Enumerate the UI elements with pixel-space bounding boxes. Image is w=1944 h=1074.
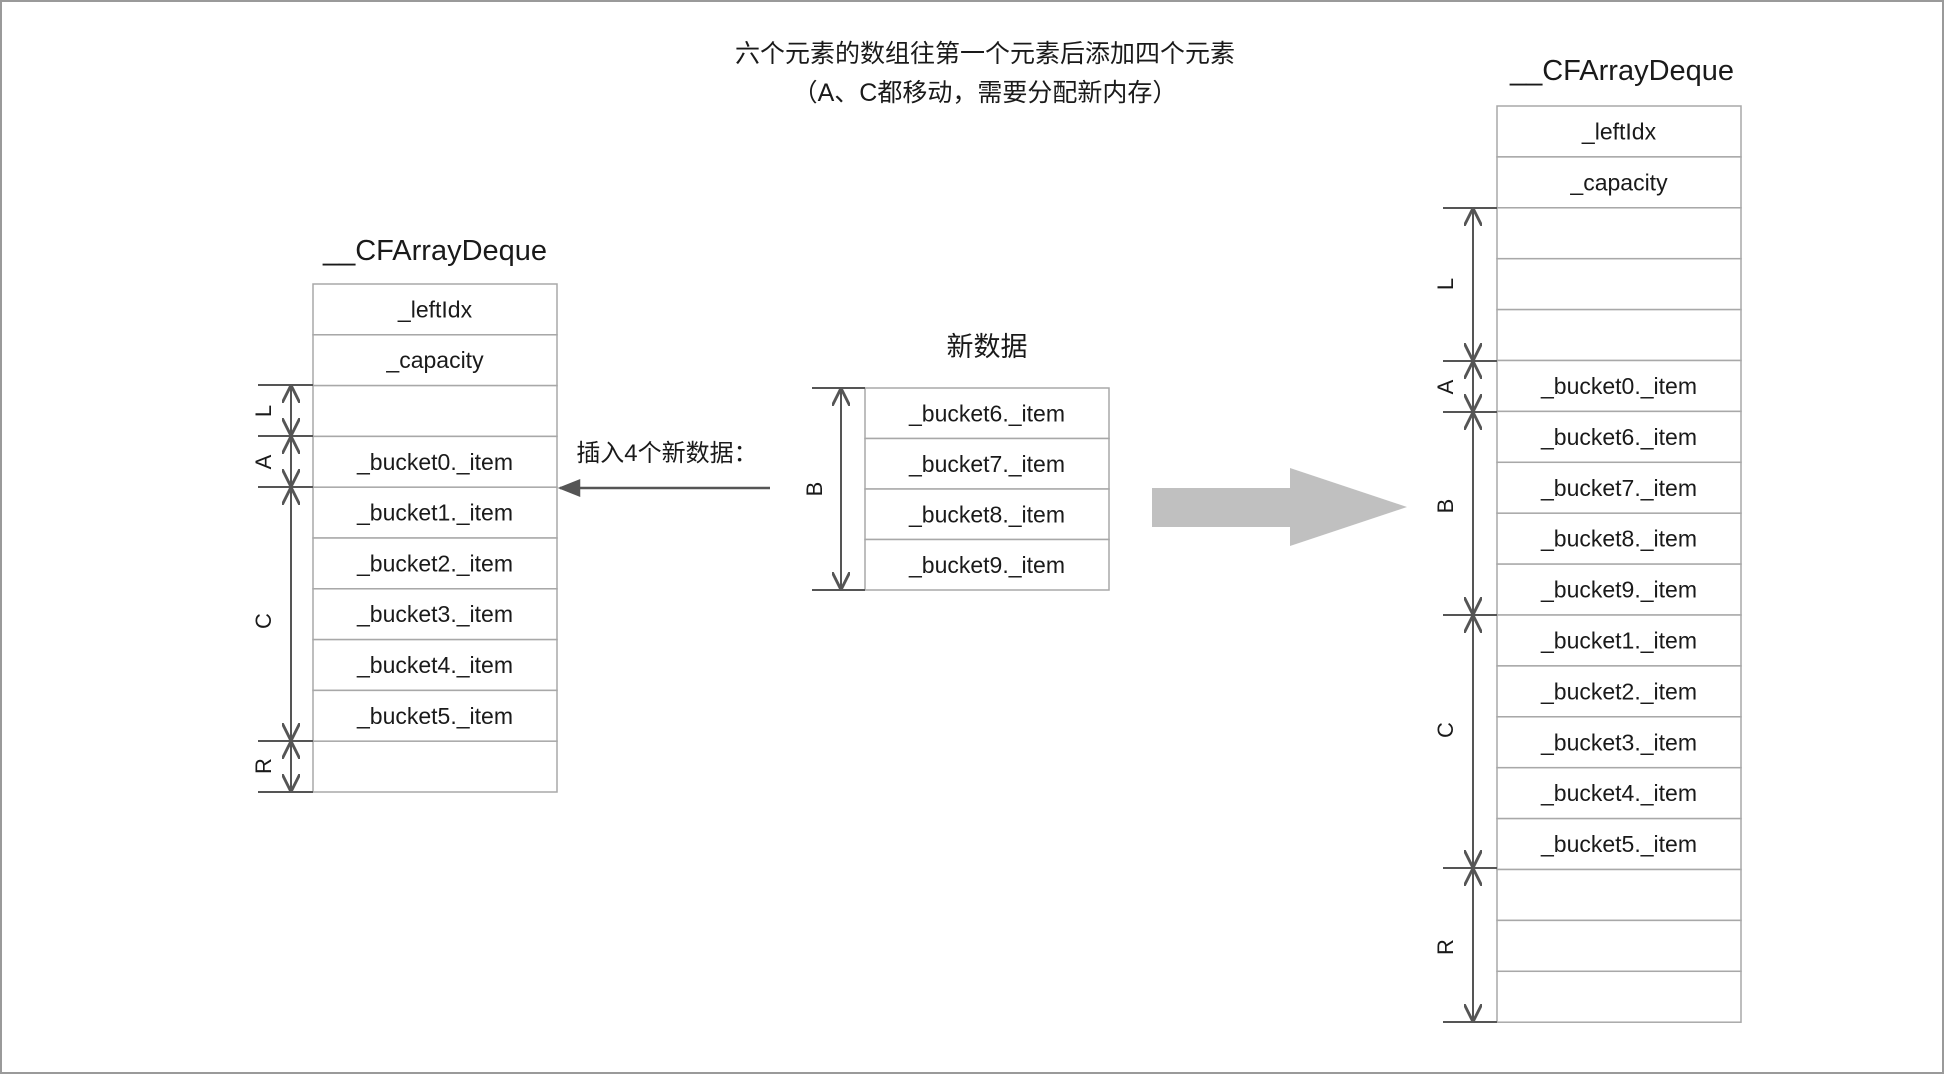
left-struct-cell-label: _leftIdx xyxy=(397,296,473,322)
new-data-cell-label: _bucket8._item xyxy=(908,501,1065,527)
right-struct-cell-label: _bucket2._item xyxy=(1540,678,1697,704)
new-data-rows: _bucket6._item _bucket7._item _bucket8._it… xyxy=(864,387,1110,591)
right-struct-cell xyxy=(1496,919,1742,973)
right-struct-cell xyxy=(1496,207,1742,260)
right-label-b: B xyxy=(1433,499,1458,514)
left-struct-cell-label: _capacity xyxy=(385,347,484,373)
left-struct-cell-label: _bucket0._item xyxy=(356,449,513,475)
left-label-c: C xyxy=(251,613,276,629)
new-data-cell xyxy=(864,488,1110,541)
left-struct-cell-label: _bucket1._item xyxy=(356,500,513,526)
right-struct-cell xyxy=(1496,766,1742,820)
right-label-l: L xyxy=(1433,278,1458,290)
left-struct-cell xyxy=(312,689,558,742)
left-struct-title: __CFArrayDeque xyxy=(322,235,547,267)
left-label-r: R xyxy=(251,758,276,774)
left-label-a: A xyxy=(251,454,276,469)
right-label-a: A xyxy=(1433,379,1458,394)
right-struct-cell-label: _bucket8._item xyxy=(1540,526,1697,552)
right-struct-cell-label: _bucket0._item xyxy=(1540,373,1697,399)
left-struct-cell xyxy=(312,384,558,438)
right-struct-cell-label: _bucket6._item xyxy=(1540,424,1697,450)
right-struct-cell-label: _leftIdx xyxy=(1581,118,1657,144)
new-data-cell xyxy=(864,538,1110,591)
right-label-r: R xyxy=(1433,939,1458,955)
new-label-b: B xyxy=(802,482,827,497)
new-data-struct: 新数据 _bucket6._item _bucket7._item _bucket8… xyxy=(802,332,1110,591)
right-struct-cell xyxy=(1496,257,1742,311)
left-struct-cell xyxy=(312,435,558,488)
right-struct: __CFArrayDeque _leftIdx _capacity _bucket0… xyxy=(1433,55,1742,1023)
new-data-title: 新数据 xyxy=(947,332,1028,362)
right-label-c: C xyxy=(1433,722,1458,738)
right-struct-cell xyxy=(1496,156,1742,209)
right-struct-cell xyxy=(1496,512,1742,565)
right-struct-title: __CFArrayDeque xyxy=(1509,55,1734,87)
new-data-cell xyxy=(864,387,1110,440)
new-data-cell-label: _bucket6._item xyxy=(908,400,1065,426)
right-struct-rows: _leftIdx _capacity _bucket0._item _bucket6.… xyxy=(1496,105,1742,1023)
diagram-subtitle: （A、C都移动，需要分配新内存） xyxy=(793,79,1178,107)
right-struct-cell xyxy=(1496,970,1742,1023)
right-struct-cell xyxy=(1496,614,1742,667)
new-data-cell-label: _bucket9._item xyxy=(908,552,1065,578)
diagram-title: 六个元素的数组往第一个元素后添加四个元素 xyxy=(735,40,1235,68)
right-struct-cell xyxy=(1496,563,1742,616)
right-struct-cell xyxy=(1496,817,1742,871)
left-struct-cell xyxy=(312,740,558,793)
right-struct-cell xyxy=(1496,308,1742,362)
transform-arrow xyxy=(1152,468,1407,546)
right-struct-cell-label: _capacity xyxy=(1569,169,1668,195)
left-struct-cell xyxy=(312,486,558,539)
insert-label: 插入4个新数据： xyxy=(576,440,757,467)
left-struct-cell-label: _bucket4._item xyxy=(356,652,513,678)
left-label-l: L xyxy=(251,405,276,417)
left-struct-cell-label: _bucket3._item xyxy=(356,601,513,627)
right-struct-cell-label: _bucket4._item xyxy=(1540,780,1697,806)
left-struct-rows: _leftIdx _capacity _bucket0._item _bucket1.… xyxy=(312,283,558,793)
right-struct-cell xyxy=(1496,665,1742,718)
left-struct-cell-label: _bucket5._item xyxy=(356,703,513,729)
right-struct-cell-label: _bucket7._item xyxy=(1540,475,1697,501)
right-struct-cell-label: _bucket1._item xyxy=(1540,627,1697,653)
left-struct-cell xyxy=(312,334,558,387)
right-struct-cell-label: _bucket9._item xyxy=(1540,577,1697,603)
new-data-cell xyxy=(864,437,1110,490)
right-struct-cell xyxy=(1496,868,1742,922)
left-struct-cell xyxy=(312,638,558,692)
right-struct-cell xyxy=(1496,359,1742,413)
left-struct-cell-label: _bucket2._item xyxy=(356,550,513,576)
right-struct-cell xyxy=(1496,461,1742,514)
left-struct: __CFArrayDeque _leftIdx _capacity _bucket0… xyxy=(251,235,558,793)
right-struct-cell xyxy=(1496,105,1742,158)
right-struct-cell-label: _bucket5._item xyxy=(1540,831,1697,857)
new-data-cell-label: _bucket7._item xyxy=(908,451,1065,477)
left-struct-cell xyxy=(312,588,558,641)
right-struct-cell-label: _bucket3._item xyxy=(1540,729,1697,755)
